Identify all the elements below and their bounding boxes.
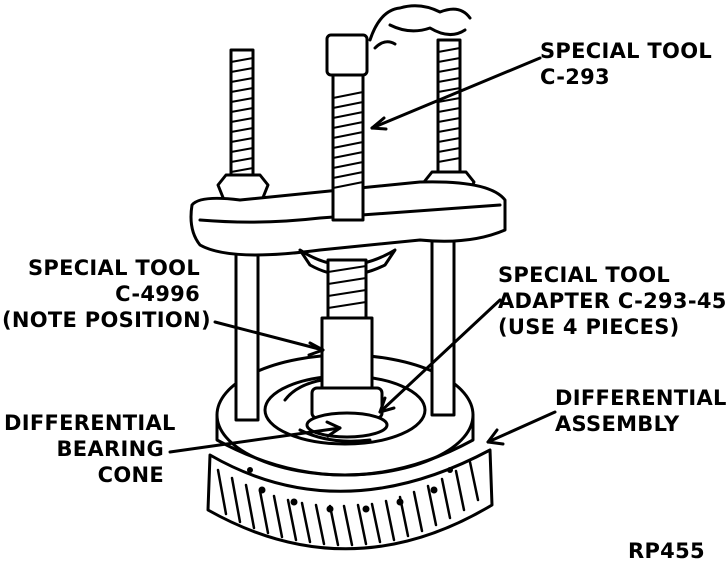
clamp-handle [368,4,472,50]
label-special-tool-c4996: SPECIAL TOOL C-4996 (NOTE POSITION) [2,255,211,333]
label-line: C-293 [540,65,610,89]
ring-gear [206,448,494,551]
label-line: DIFFERENTIAL [555,386,727,410]
label-special-tool-c293: SPECIAL TOOL C-293 [540,38,712,90]
label-line: (NOTE POSITION) [2,308,211,332]
label-line: BEARING [56,437,164,461]
label-special-tool-adapter: SPECIAL TOOL ADAPTER C-293-45 (USE 4 PIE… [498,262,727,340]
label-line: (USE 4 PIECES) [498,315,680,339]
label-line: SPECIAL TOOL [27,256,200,280]
label-line: SPECIAL TOOL [540,39,713,63]
figure-code: RP455 [628,539,705,563]
label-line: ASSEMBLY [555,412,680,436]
label-line: ADAPTER C-293-45 [498,289,727,313]
label-differential-bearing-cone: DIFFERENTIAL BEARING CONE [4,410,176,488]
label-line: DIFFERENTIAL [4,411,176,435]
label-differential-assembly: DIFFERENTIAL ASSEMBLY [555,385,727,437]
hub [298,248,397,322]
label-line: C-4996 [115,282,200,306]
label-line: CONE [97,463,164,487]
leader-lines [168,56,557,454]
label-line: SPECIAL TOOL [498,263,671,287]
center-screw [325,33,369,222]
